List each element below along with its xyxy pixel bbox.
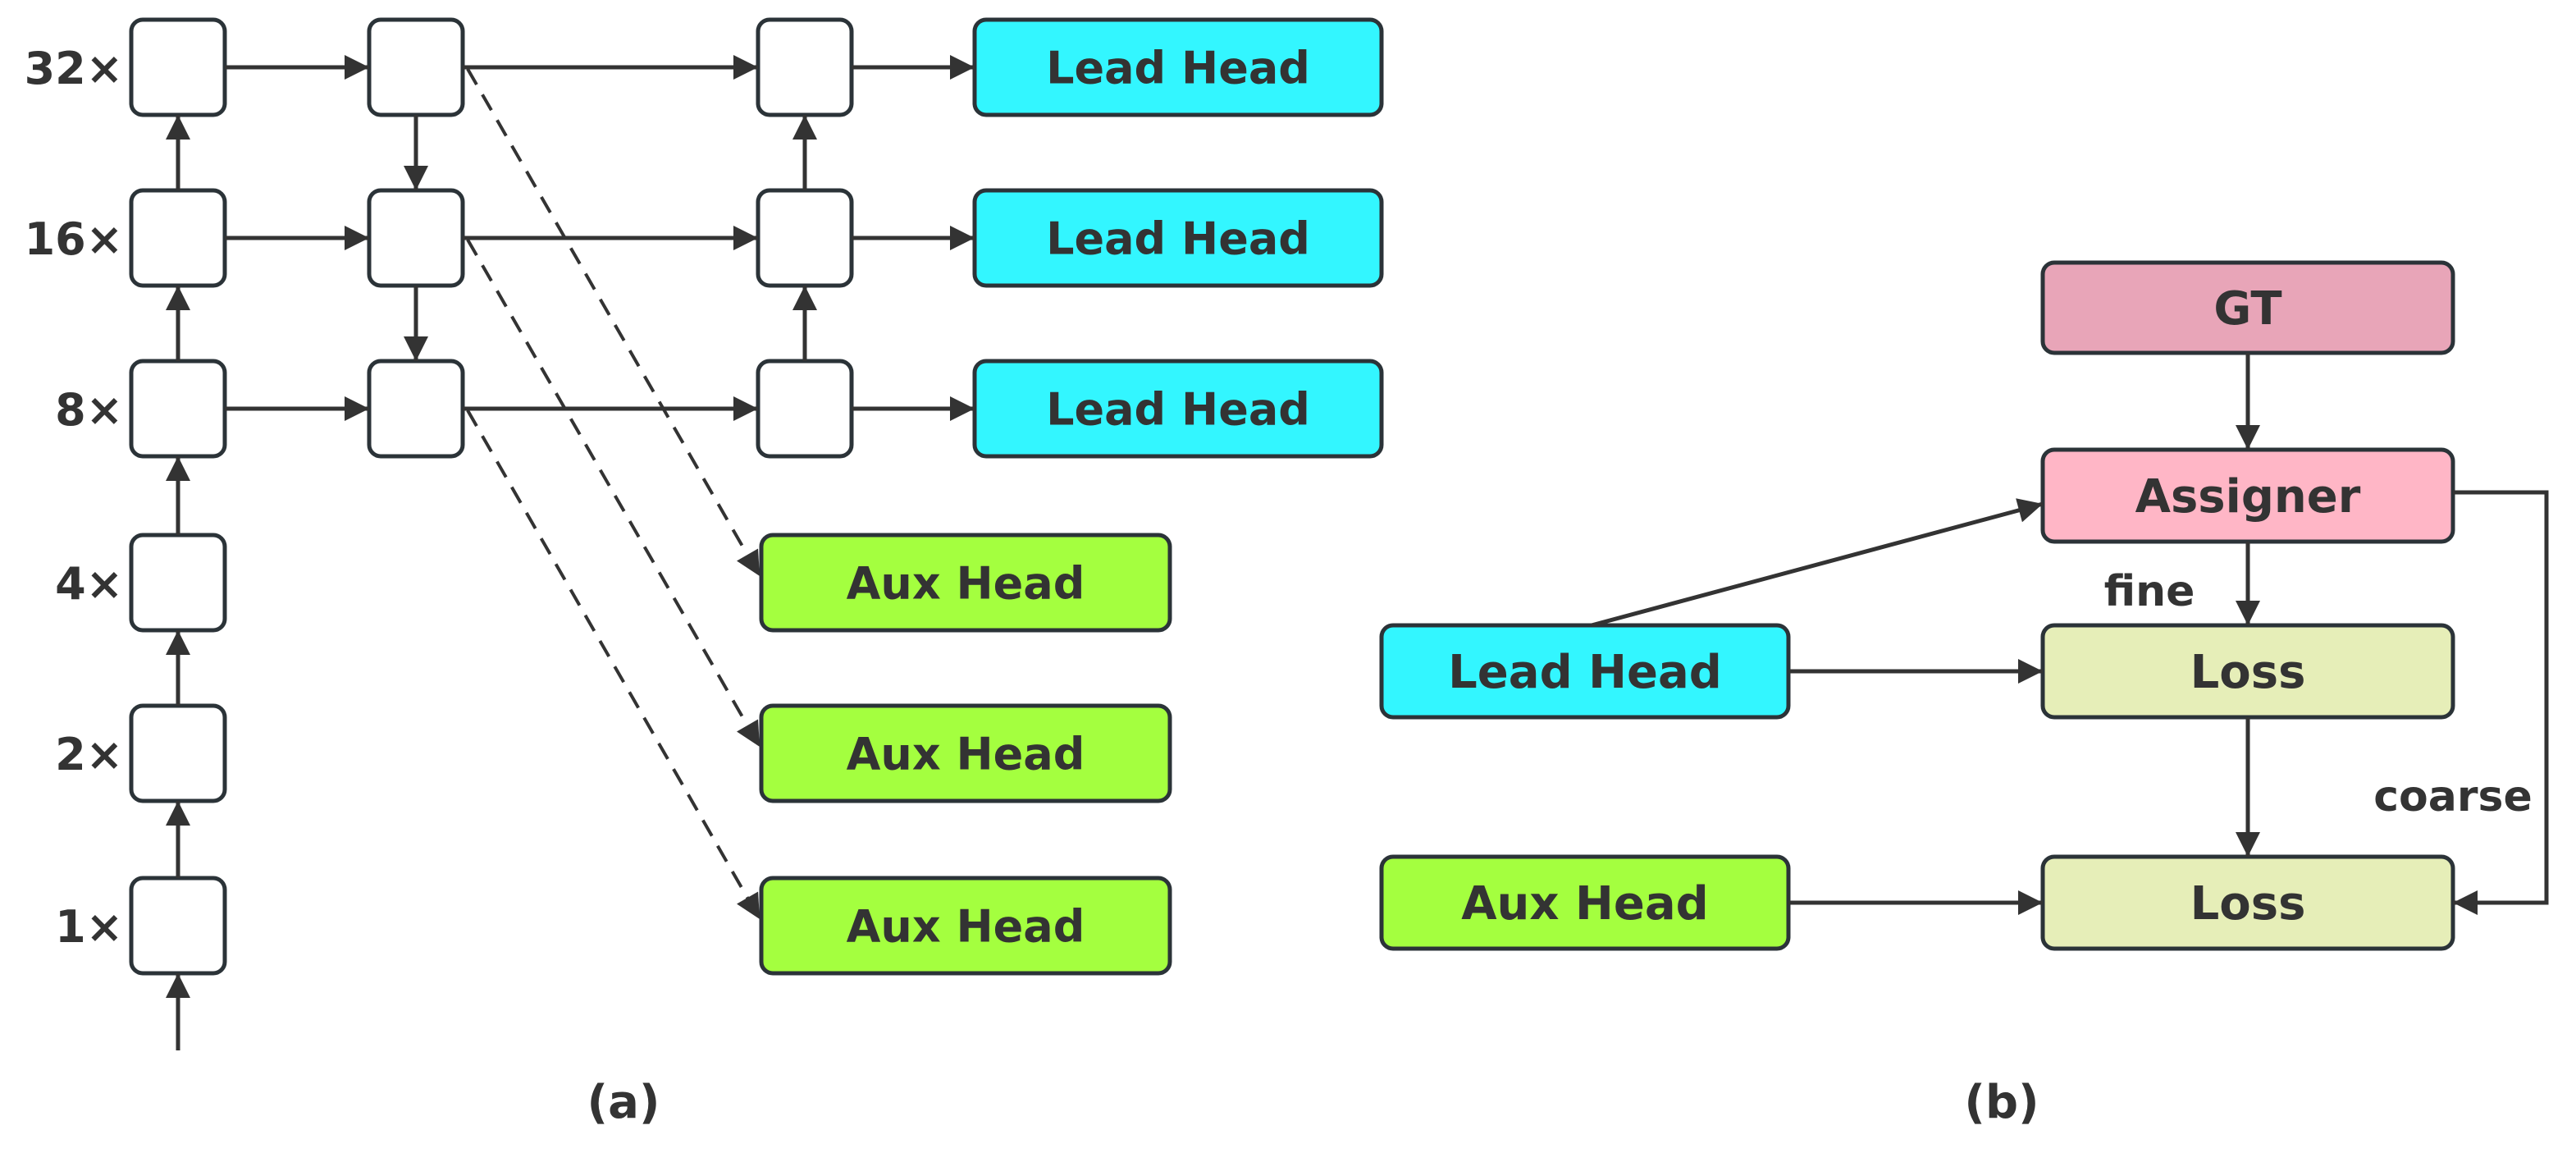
pan-node: [756, 188, 854, 288]
neck-node: [367, 17, 465, 117]
scale-label: 8×: [55, 384, 123, 436]
pan-node: [756, 17, 854, 117]
backbone-node: [129, 359, 227, 459]
caption-a: (a): [587, 1076, 660, 1129]
lead-to-assigner-arrow: [1591, 498, 2044, 628]
gt-box-label: GT: [2213, 282, 2281, 336]
loss-box-fine-label: Loss: [2190, 646, 2306, 699]
aux-head: [759, 876, 1172, 976]
backbone-node: [129, 876, 227, 976]
aux-head-label: Aux Head: [847, 900, 1085, 952]
backbone-node: [129, 533, 227, 633]
to-aux-head-arrow: [466, 68, 761, 577]
lead-head-b-label: Lead Head: [1448, 646, 1722, 699]
loss-box-coarse-label: Loss: [2190, 877, 2306, 931]
backbone-node: [129, 703, 227, 803]
backbone-node: [129, 17, 227, 117]
backbone-node: [129, 188, 227, 288]
lead-head-label: Lead Head: [1046, 213, 1310, 264]
aux-head-label: Aux Head: [847, 557, 1085, 609]
scale-label: 4×: [55, 558, 123, 610]
aux-head: [759, 533, 1172, 633]
scale-label: 16×: [25, 213, 123, 265]
coarse-label: coarse: [2373, 772, 2533, 821]
scale-label: 32×: [25, 43, 123, 94]
neck-node: [367, 188, 465, 288]
assigner-box-label: Assigner: [2135, 470, 2361, 524]
to-aux-head-arrow: [466, 239, 761, 748]
fine-label: fine: [2104, 567, 2195, 616]
aux-head-label: Aux Head: [847, 728, 1085, 780]
lead-head-label: Lead Head: [1046, 42, 1310, 94]
aux-head: [759, 703, 1172, 803]
to-aux-head-arrow: [466, 409, 761, 920]
scale-label: 2×: [55, 729, 123, 780]
scale-label: 1×: [55, 901, 123, 953]
aux-head-b-label: Aux Head: [1461, 877, 1709, 931]
lead-head-label: Lead Head: [1046, 383, 1310, 435]
caption-b: (b): [1964, 1076, 2039, 1129]
coarse-arrow: [2453, 490, 2549, 915]
neck-node: [367, 359, 465, 459]
pan-node: [756, 359, 854, 459]
